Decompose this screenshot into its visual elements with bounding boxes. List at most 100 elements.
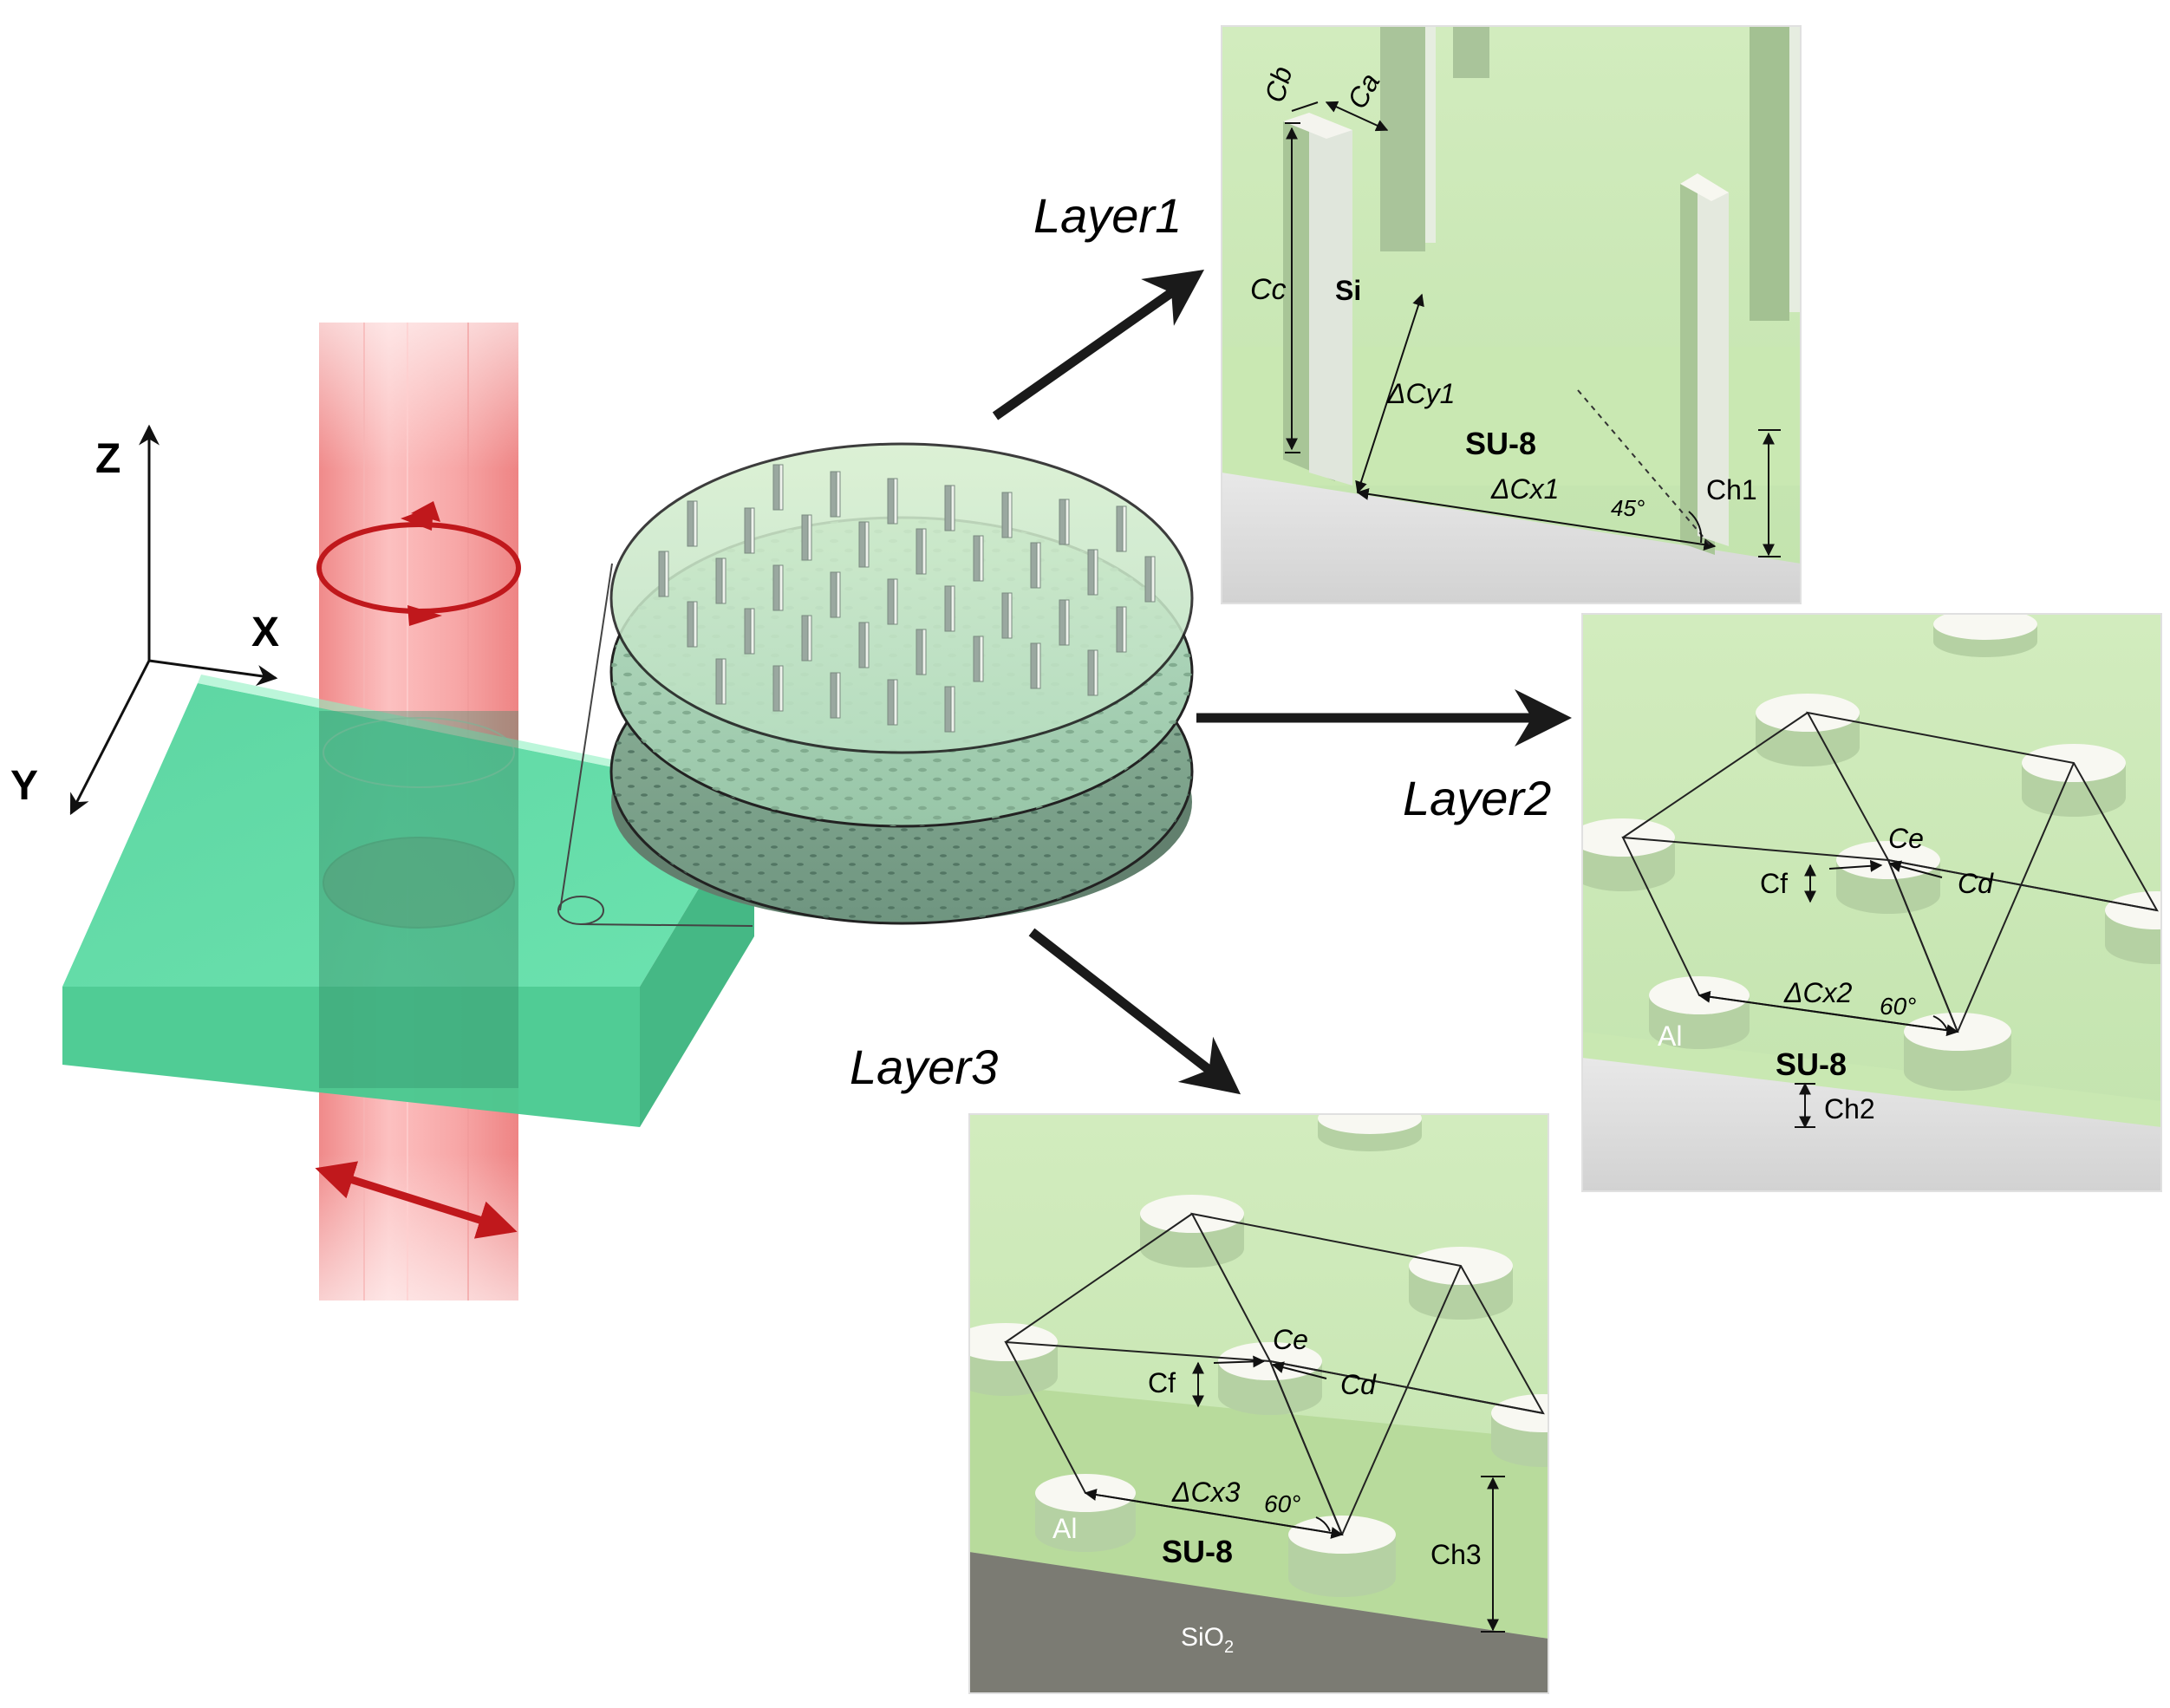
pillar-highlight [950,585,955,632]
axis-label-x: X [251,610,279,655]
layer2-panel-border [1581,613,2162,1192]
pillar-highlight [1093,549,1098,596]
pillar [1030,542,1038,589]
pillar-highlight [807,615,812,662]
layer3-label-angle: 60° [1264,1490,1300,1517]
layer3-panel-border [968,1113,1549,1694]
zoom-callout [557,563,753,927]
layer2-label-dcx2: ΔCx2 [1783,977,1853,1008]
pillar-highlight [1150,556,1156,603]
pillar [973,636,981,682]
pillar [744,507,752,554]
pillar [715,557,723,604]
pillar [830,471,837,518]
layer3-label-sio2-subscript: 2 [1224,1638,1234,1657]
layer1-label-dcx1: ΔCx1 [1490,473,1559,505]
layer-stack [609,442,1194,925]
layer3-label-cf: Cf [1148,1367,1176,1398]
layer3-label-dcx3: ΔCx3 [1171,1477,1241,1508]
pillar [772,564,780,611]
pillar-highlight [1007,592,1013,639]
pillar [858,622,866,668]
pillar [1116,505,1124,552]
axis-label-z: Z [95,436,121,482]
layer1-label-si: Si [1335,275,1361,306]
pillar-highlight [836,571,841,618]
pillar [687,500,694,547]
layer3-title: Layer3 [850,1040,998,1094]
pillar [1087,649,1095,696]
pillar-highlight [1122,606,1127,653]
pillar [944,686,952,733]
pillar-highlight [693,601,698,648]
pillar-highlight [864,521,870,568]
layer3-label-cd: Cd [1340,1369,1377,1400]
pillar [658,551,666,597]
layer2-label-angle: 60° [1880,993,1916,1020]
pillar [772,464,780,511]
layer2-label-ch2: Ch2 [1824,1093,1875,1125]
layer1-label-ch1: Ch1 [1706,474,1757,505]
pillar [715,658,723,705]
al-disc-top [1933,614,2037,640]
layer3-label-su8: SU-8 [1162,1534,1233,1569]
pillar-highlight [893,679,898,726]
pillar-highlight [922,528,927,575]
al-disc-top [2105,891,2161,929]
layer1-label-dcy1: ΔCy1 [1386,378,1455,409]
pillar [687,601,694,648]
pillar-highlight [721,557,727,604]
pillar [744,608,752,655]
pillar [973,535,981,582]
pillar-highlight [950,686,955,733]
pillar-highlight [779,665,784,712]
pillar-highlight [836,471,841,518]
layer3-label-ch3: Ch3 [1430,1539,1482,1570]
pillar-highlight [979,535,984,582]
coordinate-axes: Z X Y [10,424,279,816]
layer3-label-al: Al [1052,1513,1077,1544]
pillar [1030,642,1038,689]
pillar-highlight [721,658,727,705]
pillar-highlight [1065,599,1070,646]
layer2-label-su8: SU-8 [1776,1046,1847,1082]
layer3-label-sio2: SiO2 [1181,1623,1234,1657]
layer2-label-al: Al [1658,1020,1682,1052]
pillar-highlight [1065,499,1070,545]
al-disc-top [1318,1114,1422,1134]
pillar-highlight [1036,642,1041,689]
axis-label-y: Y [10,763,38,809]
pillar-highlight [893,478,898,525]
al-disc-top [1491,1394,1548,1432]
pillar [1001,592,1009,639]
pillar [858,521,866,568]
rotation-arrow [316,501,521,626]
layer1-label-cc: Cc [1250,273,1287,306]
pillar-highlight [779,464,784,511]
layer3-label-ce: Ce [1273,1324,1308,1355]
layer1-panel: Cb Ca Cc Si ΔCy1 SU-8 ΔCx1 45° Ch1 [1222,26,1801,603]
polarization-arrow [315,1161,518,1239]
layer2-label-ce: Ce [1888,823,1924,854]
layer2-label-cd: Cd [1958,868,1994,899]
layer2-title: Layer2 [1403,771,1551,825]
layer1-label-angle: 45° [1611,495,1645,521]
layer-arrows [992,270,1572,1095]
layer1-label-su8: SU-8 [1465,426,1536,461]
pillar-highlight [922,629,927,675]
pillar [1059,499,1066,545]
pillar [916,528,923,575]
pillar-highlight [893,578,898,625]
pillar [887,578,895,625]
pillar-highlight [1036,542,1041,589]
pillar-highlight [1093,649,1098,696]
layer1-panel-border [1221,25,1802,604]
layer3-panel: Ce Cf Cd ΔCx3 60° Al SU-8 Ch3 SiO2 [969,1114,1548,1693]
pillar [1087,549,1095,596]
pillar-highlight [693,500,698,547]
pillar [801,615,809,662]
pillar-highlight [750,507,755,554]
pillar-highlight [807,514,812,561]
pillar-highlight [1122,505,1127,552]
